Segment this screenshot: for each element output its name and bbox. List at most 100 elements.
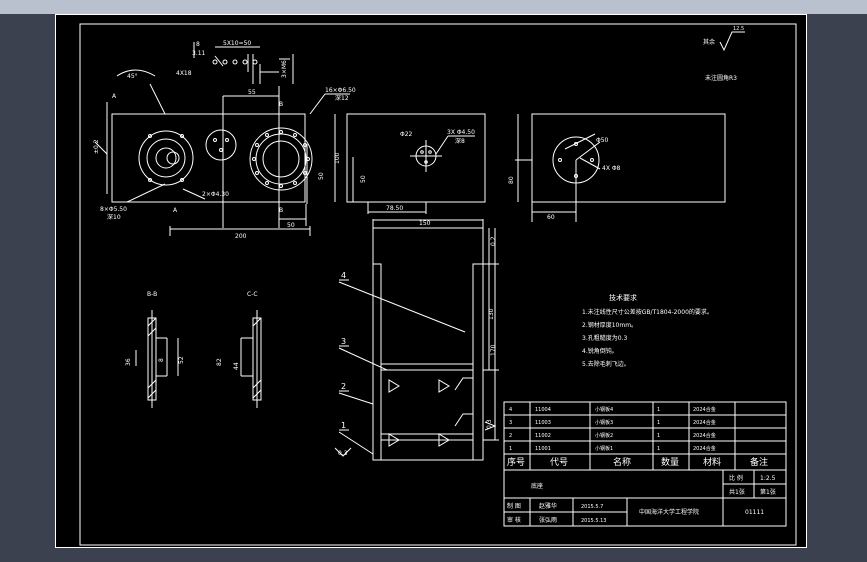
roughness-value: 12.5	[733, 26, 744, 32]
bom-cell: 1	[509, 446, 512, 452]
dim-150: 150	[419, 220, 431, 227]
tech-requirements: 技术要求 1.未注线性尺寸公差按GB/T1804-2000的要求。 2.钢材厚度…	[582, 293, 713, 368]
dim-02: 0.2	[490, 236, 497, 246]
dim-03a: 0.3	[486, 419, 493, 429]
front-view: 8 3.11 5X10=50 4X18 45° 55 3×M6 16×Φ6.50…	[93, 40, 356, 240]
roughness-label: 其余	[703, 38, 715, 46]
bom-cell: 2024合金	[693, 445, 716, 452]
scale-label: 比 例	[729, 474, 743, 482]
dim-55: 55	[248, 89, 256, 96]
dim-36: 36	[125, 358, 132, 366]
dim-200: 200	[235, 233, 247, 240]
dim-4x8: 4X Φ8	[602, 165, 621, 172]
title-block-text: 底座 比 例 1:2.5 共1张 第1张 制 图 赵雅华 2015.5.7 审 …	[507, 474, 776, 524]
bom-cell: 小钢板1	[595, 445, 613, 452]
bom-cell: 11004	[535, 407, 551, 413]
dim-50v: 50	[360, 175, 367, 183]
dim-50b: 50	[318, 172, 325, 180]
window-top-bar	[0, 0, 867, 14]
dim-16x: 16×Φ6.50	[325, 87, 356, 94]
bom-cell: 1	[657, 446, 660, 452]
scale-value: 1:2.5	[760, 475, 776, 482]
balloon-2: 2	[341, 382, 346, 391]
dim-angle: 45°	[127, 73, 138, 80]
inner-frame	[79, 23, 797, 546]
outer-frame	[55, 14, 807, 548]
sheet-label: 共1张	[729, 488, 745, 496]
dim-80: 80	[508, 176, 515, 184]
tech-item-2: 2.钢材厚度10mm。	[582, 321, 637, 329]
draw-date: 2015.5.7	[581, 504, 603, 510]
dim-130: 130	[488, 308, 495, 320]
cad-drawing: 8 3.11 5X10=50 4X18 45° 55 3×M6 16×Φ6.50…	[55, 14, 807, 548]
label-b-top: B	[279, 101, 283, 108]
bom-cell: 2024合金	[693, 432, 716, 439]
dim-82: 82	[216, 358, 223, 366]
bom-cell: 2024合金	[693, 406, 716, 413]
dim-4x: 4X18	[176, 70, 192, 77]
balloon-1: 1	[341, 421, 346, 430]
bom-cell: 11001	[535, 446, 551, 452]
dim-deep8: 深8	[455, 137, 465, 145]
balloon-4: 4	[341, 271, 346, 280]
roughness-note: 未注圆角R3	[705, 74, 737, 82]
dim-8a: 8	[158, 358, 165, 362]
draw-person: 赵雅华	[539, 502, 557, 510]
dim-deep12: 深12	[335, 94, 349, 102]
dim-78: 78.50	[386, 205, 403, 212]
dim-3x: 3×M6	[281, 60, 288, 78]
bom-cell: 11002	[535, 433, 551, 439]
dim-50a: 50	[287, 222, 295, 229]
dim-03b: 0.3	[338, 450, 348, 457]
check-date: 2015.5.13	[581, 518, 606, 524]
section-cc-title: C-C	[247, 291, 258, 298]
bom-cell: 2	[509, 433, 512, 439]
bom-header-cell: 代号	[550, 457, 568, 468]
tech-item-1: 1.未注线性尺寸公差按GB/T1804-2000的要求。	[582, 308, 713, 316]
assembly-view: 150 0.2 130 170 0.3 0.3 4 3 2 1	[334, 219, 499, 461]
right-view: 80 60 Φ50 4X Φ8	[508, 113, 726, 222]
dim-phi50: Φ50	[596, 137, 609, 144]
sheet-value: 第1张	[760, 488, 776, 496]
label-b-bottom: B	[279, 207, 283, 214]
dim-hole-d: 8	[196, 41, 200, 48]
bom-header-cell: 名称	[613, 456, 631, 468]
bom-cell: 1	[657, 420, 660, 426]
dim-phi22: Φ22	[400, 131, 413, 138]
dim-170: 170	[490, 344, 497, 356]
bom-header-cell: 材料	[703, 456, 721, 468]
bom-cell: 1	[657, 433, 660, 439]
bom-cell: 小钢板4	[595, 406, 613, 413]
dim-8x: 8×Φ5.50	[100, 206, 127, 213]
title-name: 底座	[531, 482, 543, 490]
bom-header-cell: 备注	[750, 456, 768, 468]
bom-header-cell: 数量	[661, 456, 679, 468]
dim-44: 44	[233, 362, 240, 370]
tech-item-4: 4.锐角倒钝。	[582, 347, 618, 355]
side-view: 100 50 78.50 Φ22 3X Φ4.50 深8	[334, 113, 486, 214]
tech-item-5: 5.去除毛刺飞边。	[582, 360, 630, 368]
tech-title: 技术要求	[609, 293, 637, 302]
label-a-bottom: A	[173, 207, 178, 214]
section-bb-title: B-B	[147, 291, 157, 298]
dim-100: 100	[334, 152, 341, 164]
bom-cells: 4 11004 小钢板4 1 2024合金 3 11003 小钢板3 1 202…	[507, 406, 768, 468]
bom-cell: 小钢板2	[595, 432, 613, 439]
dim-52: 52	[178, 356, 185, 364]
dim-pitch: 3.11	[192, 50, 206, 57]
dim-hole-row: 5X10=50	[223, 40, 251, 47]
drawing-code: 01111	[745, 509, 764, 516]
dim-60: 60	[547, 214, 555, 221]
school-name: 中国海洋大学工程学院	[639, 508, 699, 516]
bom-header-cell: 序号	[507, 456, 525, 468]
label-a-top: A	[112, 93, 117, 100]
check-person: 张弘雨	[539, 516, 557, 524]
drawing-sheet: 8 3.11 5X10=50 4X18 45° 55 3×M6 16×Φ6.50…	[55, 14, 807, 548]
title-block	[503, 469, 787, 527]
bom-cell: 3	[509, 420, 512, 426]
draw-label: 制 图	[507, 502, 521, 510]
bom-cell: 2024合金	[693, 419, 716, 426]
bom-cell: 1	[657, 407, 660, 413]
roughness-symbol: 其余 12.5 未注圆角R3	[703, 26, 745, 82]
balloon-3: 3	[341, 337, 346, 346]
